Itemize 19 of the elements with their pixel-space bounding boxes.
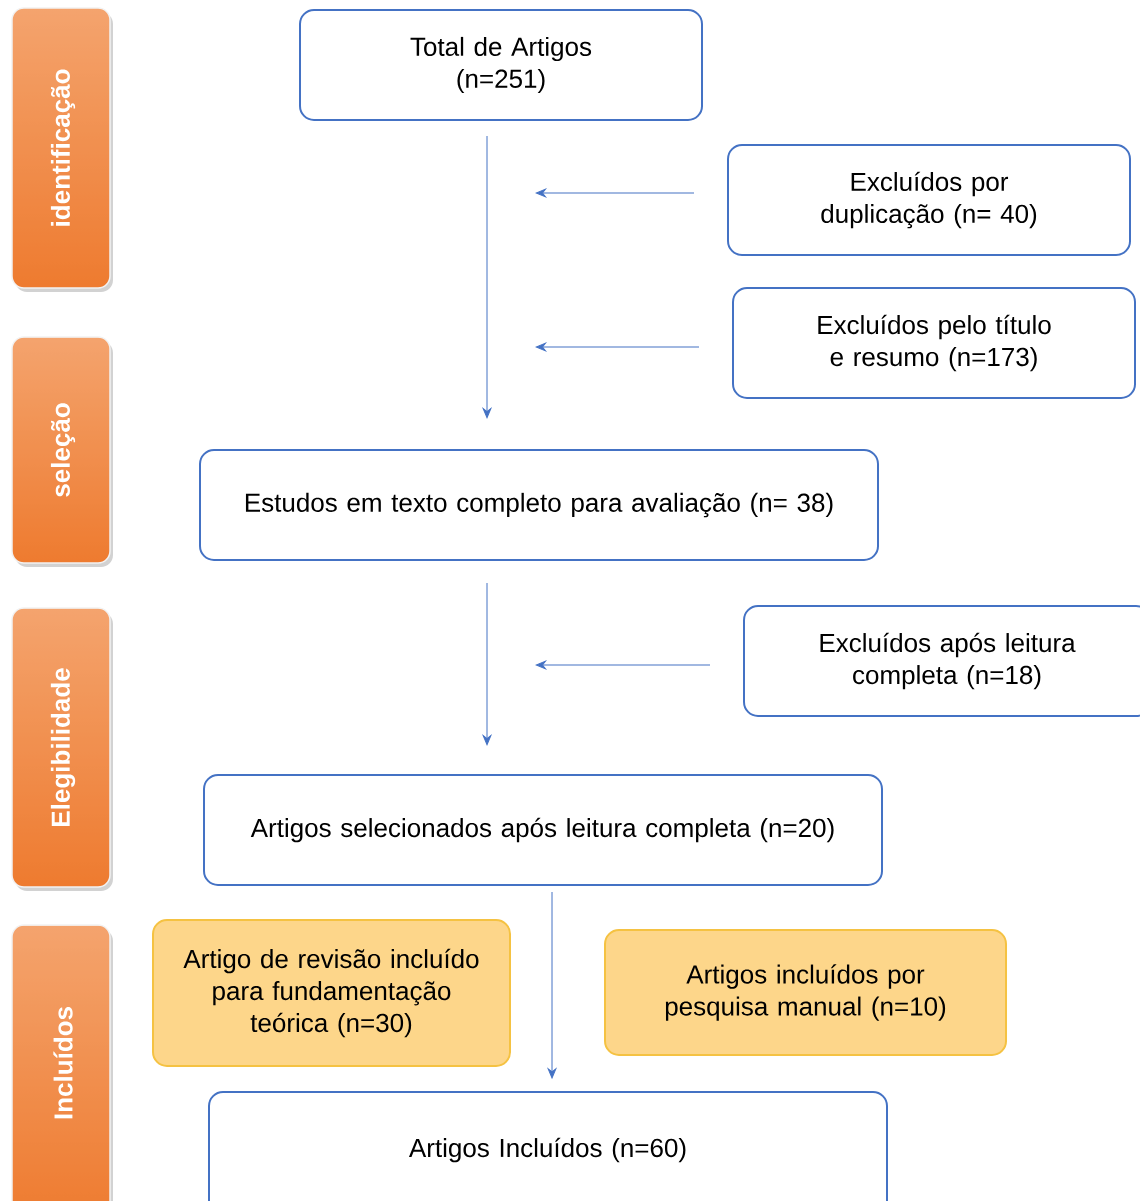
stage-band: Elegibilidade — [11, 607, 113, 891]
stage-band: Incluídos — [11, 924, 113, 1201]
arrow — [482, 135, 492, 419]
stage-band: seleção — [11, 336, 113, 567]
process-box: Excluídos por duplicação (n= 40) — [727, 144, 1131, 256]
process-box: Artigos incluídos por pesquisa manual (n=10) — [604, 929, 1007, 1056]
arrow — [535, 188, 695, 198]
arrow — [547, 891, 557, 1079]
process-box: Artigos Incluídos (n=60) — [208, 1091, 888, 1201]
arrow — [535, 342, 700, 352]
arrow — [482, 582, 492, 746]
process-box: Artigo de revisão incluído para fundamentação teórica (n=30) — [152, 919, 511, 1067]
process-box: Excluídos pelo título e resumo (n=173) — [732, 287, 1136, 399]
process-box: Excluídos após leitura completa (n=18) — [743, 605, 1140, 717]
process-box: Total de Artigos (n=251) — [299, 9, 703, 121]
stage-band: identificação — [11, 7, 113, 292]
process-box: Artigos selecionados após leitura completa (n=20) — [203, 774, 883, 886]
arrow — [535, 660, 711, 670]
process-box: Estudos em texto completo para avaliação (n= 38) — [199, 449, 879, 561]
